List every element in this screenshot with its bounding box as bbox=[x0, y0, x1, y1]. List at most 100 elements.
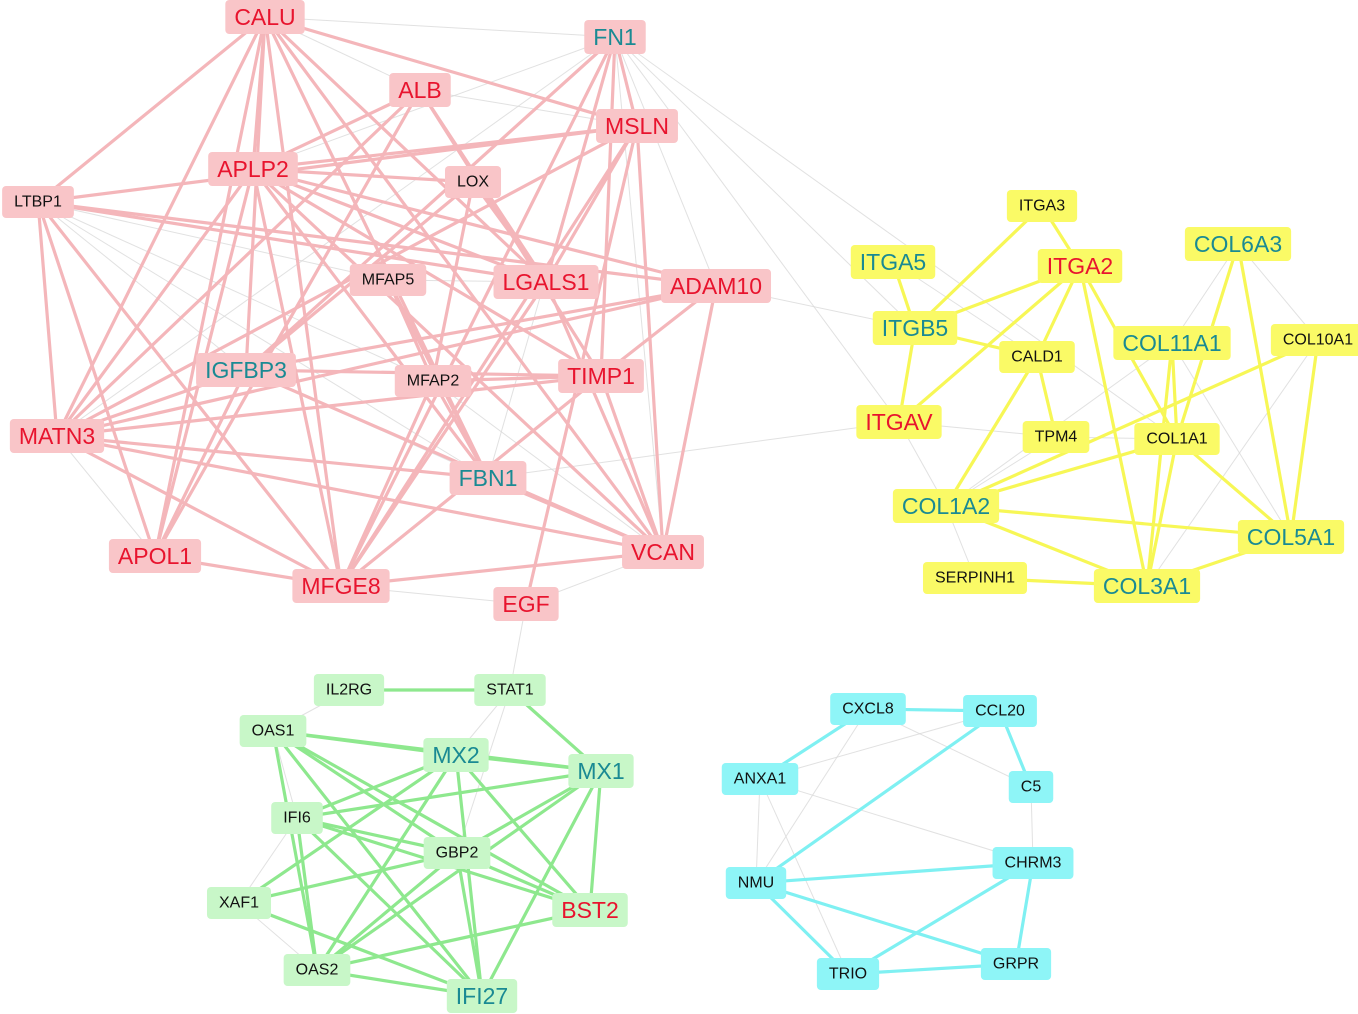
node-oas2[interactable]: OAS2 bbox=[283, 954, 351, 986]
faint-edge-apol1-matn3 bbox=[56, 435, 156, 557]
node-serpinh1[interactable]: SERPINH1 bbox=[922, 562, 1028, 594]
node-nmu[interactable]: NMU bbox=[725, 867, 787, 899]
node-box bbox=[313, 674, 385, 706]
node-col5a1[interactable]: COL5A1 bbox=[1237, 520, 1345, 554]
edge-ifi6-ifi27 bbox=[295, 816, 484, 998]
edge-calu-ltbp1 bbox=[36, 15, 267, 204]
faint-edge-fn1-col1a1 bbox=[614, 36, 1178, 440]
node-box bbox=[394, 365, 472, 397]
node-col1a2[interactable]: COL1A2 bbox=[892, 489, 1000, 523]
node-itga5[interactable]: ITGA5 bbox=[850, 245, 936, 279]
node-lox[interactable]: LOX bbox=[444, 166, 502, 198]
node-box bbox=[493, 265, 599, 299]
node-box bbox=[9, 419, 105, 453]
edge-itga3-itgb5 bbox=[913, 204, 1044, 330]
node-calu[interactable]: CALU bbox=[225, 0, 305, 34]
edge-calu-msln bbox=[263, 15, 639, 128]
edge-itga2-col3a1 bbox=[1078, 264, 1149, 588]
node-stat1[interactable]: STAT1 bbox=[474, 674, 546, 706]
node-timp1[interactable]: TIMP1 bbox=[558, 359, 644, 393]
node-mx1[interactable]: MX1 bbox=[568, 754, 634, 788]
node-ifi6[interactable]: IFI6 bbox=[271, 802, 323, 834]
node-igfbp3[interactable]: IGFBP3 bbox=[196, 353, 296, 387]
node-cxcl8[interactable]: CXCL8 bbox=[830, 693, 906, 725]
node-mx2[interactable]: MX2 bbox=[423, 738, 489, 772]
node-label: LOX bbox=[457, 174, 489, 191]
node-alb[interactable]: ALB bbox=[389, 73, 451, 107]
edge-ltbp1-mfge8 bbox=[36, 200, 343, 588]
edge-chrm3-trio bbox=[846, 861, 1035, 976]
node-vcan[interactable]: VCAN bbox=[622, 535, 704, 569]
node-box bbox=[999, 341, 1075, 373]
node-label: GRPR bbox=[993, 956, 1039, 973]
node-label: IL2RG bbox=[326, 682, 372, 699]
node-box bbox=[208, 152, 298, 186]
node-apol1[interactable]: APOL1 bbox=[108, 539, 202, 573]
edge-adam10-matn3 bbox=[55, 284, 718, 438]
node-ccl20[interactable]: CCL20 bbox=[963, 695, 1037, 727]
edge-mx2-oas2 bbox=[315, 753, 458, 972]
node-anxa1[interactable]: ANXA1 bbox=[721, 763, 799, 795]
node-label: COL1A2 bbox=[902, 493, 990, 519]
node-il2rg[interactable]: IL2RG bbox=[313, 674, 385, 706]
node-label: OAS1 bbox=[252, 723, 295, 740]
node-fbn1[interactable]: FBN1 bbox=[449, 461, 527, 495]
node-mfge8[interactable]: MFGE8 bbox=[292, 569, 390, 603]
node-label: XAF1 bbox=[219, 895, 259, 912]
edge-aplp2-vcan bbox=[251, 167, 665, 554]
node-mfap5[interactable]: MFAP5 bbox=[349, 264, 427, 296]
node-col3a1[interactable]: COL3A1 bbox=[1093, 569, 1201, 603]
edge-xaf1-ifi27 bbox=[237, 901, 484, 998]
node-tpm4[interactable]: TPM4 bbox=[1022, 421, 1090, 453]
node-gbp2[interactable]: GBP2 bbox=[423, 837, 491, 869]
node-box bbox=[992, 847, 1074, 879]
node-itga3[interactable]: ITGA3 bbox=[1006, 190, 1078, 222]
node-bst2[interactable]: BST2 bbox=[552, 893, 628, 927]
node-chrm3[interactable]: CHRM3 bbox=[992, 847, 1074, 879]
node-box bbox=[196, 353, 296, 387]
node-oas1[interactable]: OAS1 bbox=[239, 715, 307, 747]
node-c5[interactable]: C5 bbox=[1008, 771, 1054, 803]
node-msln[interactable]: MSLN bbox=[596, 109, 678, 143]
node-box bbox=[830, 693, 906, 725]
node-box bbox=[1134, 423, 1220, 455]
node-grpr[interactable]: GRPR bbox=[980, 948, 1052, 980]
node-egf[interactable]: EGF bbox=[493, 587, 559, 621]
node-xaf1[interactable]: XAF1 bbox=[206, 887, 272, 919]
node-mfap2[interactable]: MFAP2 bbox=[394, 365, 472, 397]
node-itgav[interactable]: ITGAV bbox=[856, 405, 942, 439]
edge-mx2-ifi27 bbox=[454, 753, 484, 998]
node-label: NMU bbox=[738, 875, 774, 892]
node-label: LGALS1 bbox=[503, 269, 590, 295]
node-label: IFI27 bbox=[456, 983, 508, 1009]
node-itgb5[interactable]: ITGB5 bbox=[872, 311, 958, 345]
faint-edge-anxa1-ccl20 bbox=[759, 710, 1001, 780]
node-itga2[interactable]: ITGA2 bbox=[1037, 249, 1123, 283]
node-box bbox=[1184, 227, 1292, 261]
node-label: MFAP5 bbox=[362, 272, 415, 289]
node-trio[interactable]: TRIO bbox=[816, 958, 880, 990]
node-label: ITGA5 bbox=[860, 249, 926, 275]
node-col11a1[interactable]: COL11A1 bbox=[1113, 326, 1231, 360]
edge-fn1-timp1 bbox=[599, 35, 617, 378]
node-col6a3[interactable]: COL6A3 bbox=[1184, 227, 1292, 261]
node-adam10[interactable]: ADAM10 bbox=[660, 269, 772, 303]
edge-nmu-grpr bbox=[754, 881, 1018, 966]
edge-matn3-fbn1 bbox=[55, 434, 490, 480]
node-aplp2[interactable]: APLP2 bbox=[208, 152, 298, 186]
node-fn1[interactable]: FN1 bbox=[584, 20, 646, 54]
node-lgals1[interactable]: LGALS1 bbox=[493, 265, 599, 299]
faint-edges-layer bbox=[37, 16, 1319, 975]
node-label: CALU bbox=[234, 4, 295, 30]
node-label: CHRM3 bbox=[1005, 855, 1062, 872]
node-ifi27[interactable]: IFI27 bbox=[446, 979, 518, 1013]
node-label: TIMP1 bbox=[567, 363, 635, 389]
node-box bbox=[816, 958, 880, 990]
node-ltbp1[interactable]: LTBP1 bbox=[2, 186, 74, 218]
node-col1a1[interactable]: COL1A1 bbox=[1134, 423, 1220, 455]
node-cald1[interactable]: CALD1 bbox=[999, 341, 1075, 373]
node-matn3[interactable]: MATN3 bbox=[9, 419, 105, 453]
node-col10a1[interactable]: COL10A1 bbox=[1270, 324, 1358, 356]
node-box bbox=[423, 738, 489, 772]
